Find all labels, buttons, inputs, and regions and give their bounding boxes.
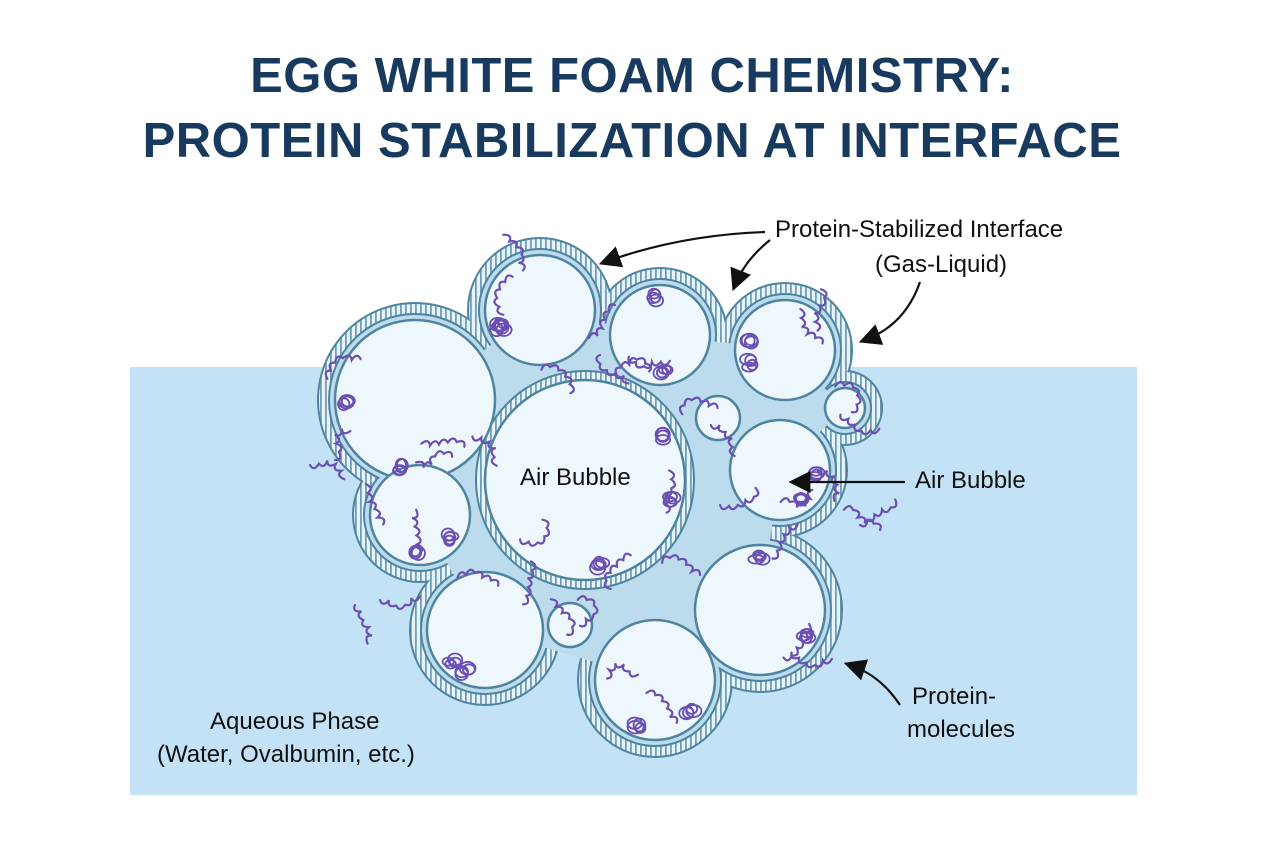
air-bubble [593,618,717,742]
protein-molecule [790,651,833,669]
label-aqueous-phase: Aqueous Phase [210,708,380,735]
protein-molecule [522,560,537,606]
air-bubble [425,570,545,690]
protein-molecule [364,483,386,526]
protein-coil [632,717,647,733]
protein-molecule [502,233,526,272]
protein-molecule [518,518,551,547]
protein-molecule [627,355,671,370]
protein-coil [595,557,611,569]
protein-coil [655,427,670,442]
protein-molecule [645,689,679,724]
air-bubble [546,601,594,649]
air-bubble [608,283,712,387]
arrow-protein [843,659,901,706]
protein-molecule [420,437,466,449]
protein-molecule [587,303,617,340]
protein-molecule [605,662,640,680]
air-bubble [483,253,597,367]
protein-molecule [595,353,630,385]
protein-coil [799,627,815,639]
protein-molecule [718,486,760,511]
protein-coil [739,352,757,366]
annotation-arrows [598,230,922,706]
protein-molecule [662,469,677,514]
protein-molecule [471,434,498,467]
air-bubble [694,394,742,442]
arrow-interface-2 [730,239,771,292]
protein-molecule [834,381,862,414]
protein-molecule [308,460,346,481]
protein-molecule [603,552,632,590]
protein-molecule [576,595,599,628]
label-molecules: molecules [907,716,1016,743]
protein-coil [337,397,351,412]
protein-coil [647,287,661,300]
protein-coil [440,527,456,542]
protein-molecule [414,450,454,469]
protein-molecule [839,413,881,436]
protein-coil [685,702,699,715]
protein-coil [654,434,672,446]
arrow-interface-3 [858,281,922,345]
protein-molecules [308,233,898,735]
protein-coil [444,658,457,670]
label-protein: Protein- [912,683,997,710]
protein-coil [664,491,682,505]
protein-molecule [678,396,719,416]
protein-coil [741,361,757,373]
protein-coil [795,630,812,642]
title-line-2: PROTEIN STABILIZATION AT INTERFACE [142,114,1122,168]
protein-molecule [378,595,421,611]
label-air-bubble-right: Air Bubble [915,467,1026,494]
air-bubble [693,543,827,677]
air-bubble [333,318,497,482]
label-air-bubble-center: Air Bubble [520,464,631,491]
label-aqueous-contents: (Water, Ovalbumin, etc.) [157,741,415,768]
protein-coil [752,549,766,561]
protein-coil [739,333,756,348]
arrow-interface-1 [598,230,766,268]
protein-coil [493,319,510,335]
protein-molecule [812,288,828,332]
protein-molecule [798,307,824,345]
protein-molecule [709,423,736,458]
protein-molecule [353,603,373,645]
protein-molecule [779,488,814,508]
protein-molecule [493,274,514,316]
protein-molecule [324,354,362,380]
protein-coil [589,560,607,576]
label-gas-liquid: (Gas-Liquid) [875,251,1008,278]
protein-coil [646,291,661,304]
air-bubble [823,386,867,430]
protein-molecule [549,598,576,636]
label-interface: Protein-Stabilized Interface [775,216,1064,243]
protein-molecule [771,522,799,560]
protein-molecule [842,505,882,532]
protein-molecule [614,357,653,377]
protein-coil [443,534,456,547]
air-bubble [483,378,687,582]
protein-molecule [661,554,702,577]
protein-molecule [411,508,424,555]
protein-molecule [540,363,575,395]
title-line-1: EGG WHITE FOAM CHEMISTRY: [250,49,1014,103]
protein-molecule [456,568,500,587]
protein-molecule [332,428,352,462]
protein-coil [462,663,476,676]
air-bubble [733,298,837,402]
protein-coil [392,464,408,476]
